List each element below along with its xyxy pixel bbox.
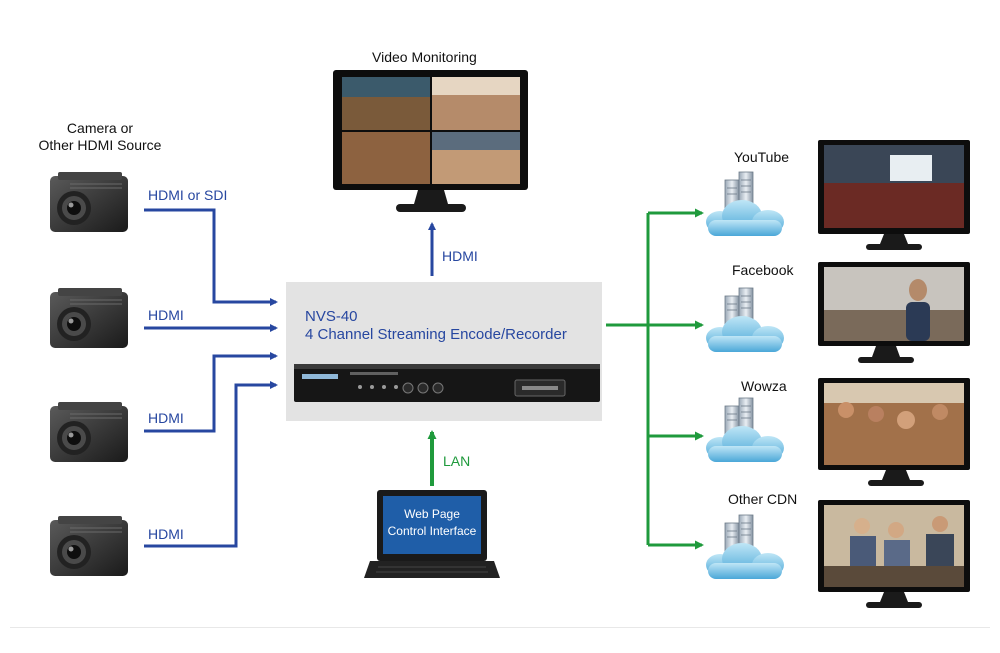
- destination-facebook: Facebook: [732, 262, 794, 278]
- link-cam3: [144, 352, 278, 433]
- link-label-hdmi: HDMI: [148, 526, 184, 542]
- destination-other-cdn: Other CDN: [728, 491, 798, 507]
- cdn-links: [606, 208, 704, 550]
- link-label-lan: LAN: [443, 453, 471, 469]
- link-label-hdmi: HDMI: [148, 410, 184, 426]
- video-monitoring-label: Video Monitoring: [372, 49, 477, 65]
- link-label-hdmi-monitor: HDMI: [442, 248, 478, 264]
- monitor-icon: [818, 262, 970, 363]
- link-cam4: [144, 381, 278, 548]
- laptop-screen-text: Web Page Control Interface: [384, 506, 480, 540]
- camera-title-line1: Camera or: [66, 120, 134, 136]
- monitor-icon: [333, 70, 528, 212]
- destination-youtube: YouTube: [734, 149, 790, 165]
- encoder-model: NVS-40: [305, 308, 358, 325]
- camera-title: Camera or Other HDMI Source: [20, 120, 180, 154]
- destination-wowza: Wowza: [741, 378, 787, 394]
- encoder-description: 4 Channel Streaming Encode/Recorder: [305, 326, 567, 343]
- laptop-icon: [364, 490, 500, 578]
- monitor-icon: [818, 140, 970, 250]
- link-label-hdmi-or-sdi: HDMI or SDI: [148, 187, 228, 203]
- link-cam1: [144, 208, 278, 306]
- monitor-icon: [818, 500, 970, 608]
- laptop-line1: Web Page: [404, 507, 460, 521]
- bottom-divider: [10, 627, 990, 628]
- monitor-icon: [818, 378, 970, 486]
- laptop-line2: Control Interface: [387, 524, 477, 538]
- camera-links: [144, 208, 278, 548]
- encoder-device-icon: [294, 364, 600, 402]
- camera-title-line2: Other HDMI Source: [38, 137, 162, 153]
- link-label-hdmi: HDMI: [148, 307, 184, 323]
